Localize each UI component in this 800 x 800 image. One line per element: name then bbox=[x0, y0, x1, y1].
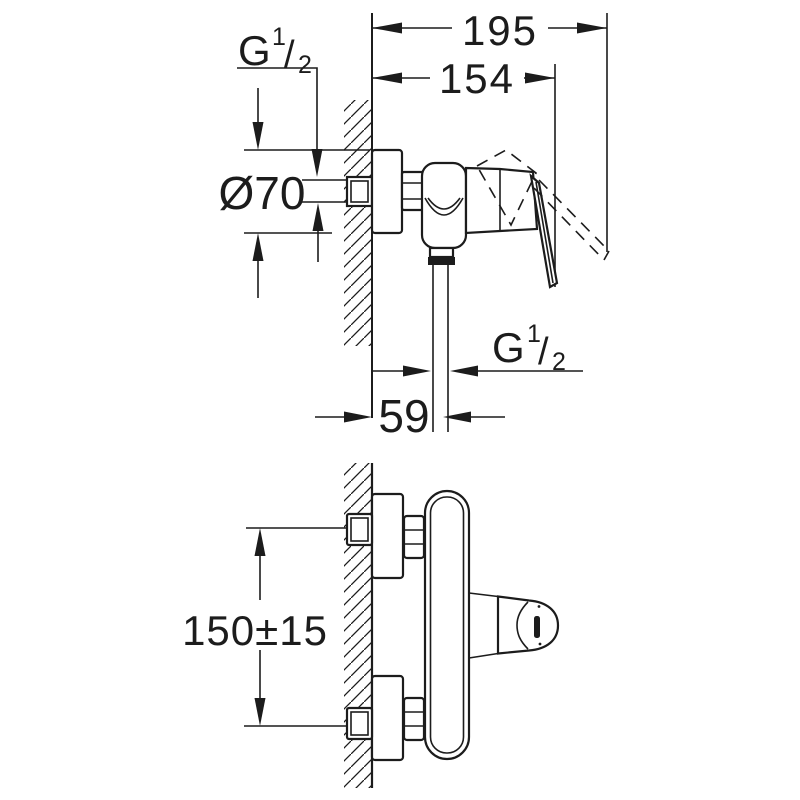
lever-handle-side bbox=[529, 173, 559, 289]
dim-wall-to-outlet: 59 bbox=[315, 390, 505, 442]
thread-numerator: 1 bbox=[527, 320, 541, 348]
outlet-collar-band bbox=[428, 257, 455, 265]
hex-union-nut-top-front bbox=[402, 514, 426, 560]
arrowhead bbox=[252, 233, 264, 261]
thread-g: G bbox=[238, 27, 271, 74]
cartridge-and-cap-side bbox=[464, 166, 539, 235]
dim-150-label: 150±15 bbox=[182, 607, 328, 654]
valve-body-side bbox=[420, 161, 468, 250]
side-view: 195 154 G 1 / 2 bbox=[219, 7, 610, 442]
thread-denominator: 2 bbox=[552, 348, 566, 376]
union-fitting-bottom-front bbox=[345, 706, 374, 741]
arrowhead bbox=[254, 528, 266, 556]
thread-slash: / bbox=[538, 331, 549, 373]
dim-59-label: 59 bbox=[378, 390, 429, 442]
concealed-supply-connection bbox=[302, 175, 374, 208]
lever-end-face bbox=[516, 601, 529, 650]
thread-numerator: 1 bbox=[272, 23, 286, 51]
outlet-collar bbox=[428, 246, 455, 259]
dim-154-label: 154 bbox=[439, 55, 515, 102]
arrowhead bbox=[450, 365, 478, 377]
shower-outlet-side bbox=[428, 246, 455, 432]
thread-denominator: 2 bbox=[298, 51, 312, 79]
arrowhead bbox=[443, 411, 471, 423]
dim-inlet-spacing: 150±15 bbox=[182, 527, 348, 727]
escutcheon-bottom-front bbox=[370, 674, 405, 762]
arrowhead bbox=[403, 365, 431, 377]
lever-handle-raised-dashed bbox=[475, 149, 610, 261]
wall-hatching-side bbox=[344, 100, 372, 346]
lever-grip bbox=[496, 595, 560, 655]
escutcheon-top-front bbox=[370, 492, 405, 580]
union-fitting-top-front bbox=[345, 512, 374, 547]
thread-label-inlet: G 1 / 2 bbox=[237, 23, 324, 262]
lever-handle-front bbox=[468, 592, 560, 659]
dim-70-label: Ø70 bbox=[219, 167, 306, 219]
arrowhead bbox=[577, 22, 607, 34]
valve-body-front bbox=[423, 489, 471, 761]
front-view: 150±15 bbox=[182, 463, 560, 788]
dim-wall-to-lever-raised: 195 bbox=[372, 7, 608, 252]
thread-g: G bbox=[492, 324, 525, 371]
arrowhead bbox=[344, 411, 372, 423]
arrowhead bbox=[311, 149, 323, 177]
arrowhead bbox=[372, 22, 402, 34]
arrowhead bbox=[252, 122, 264, 150]
leader-line bbox=[237, 67, 318, 149]
arrowhead bbox=[372, 72, 402, 84]
hex-union-nut-bottom-front bbox=[402, 696, 426, 742]
arrowhead bbox=[312, 203, 324, 231]
cap-raised-dashed bbox=[475, 149, 538, 227]
thread-label-outlet: G 1 / 2 bbox=[372, 320, 583, 377]
thread-slash: / bbox=[284, 34, 295, 76]
dim-wall-to-lever: 154 bbox=[372, 55, 556, 287]
arrowhead bbox=[525, 72, 555, 84]
body-dome-line bbox=[424, 197, 464, 216]
escutcheon-side bbox=[370, 148, 404, 235]
dim-escutcheon-diameter: Ø70 bbox=[219, 88, 370, 298]
dim-195-label: 195 bbox=[462, 7, 538, 54]
lever-marking bbox=[534, 616, 540, 638]
arrowhead bbox=[254, 698, 266, 726]
